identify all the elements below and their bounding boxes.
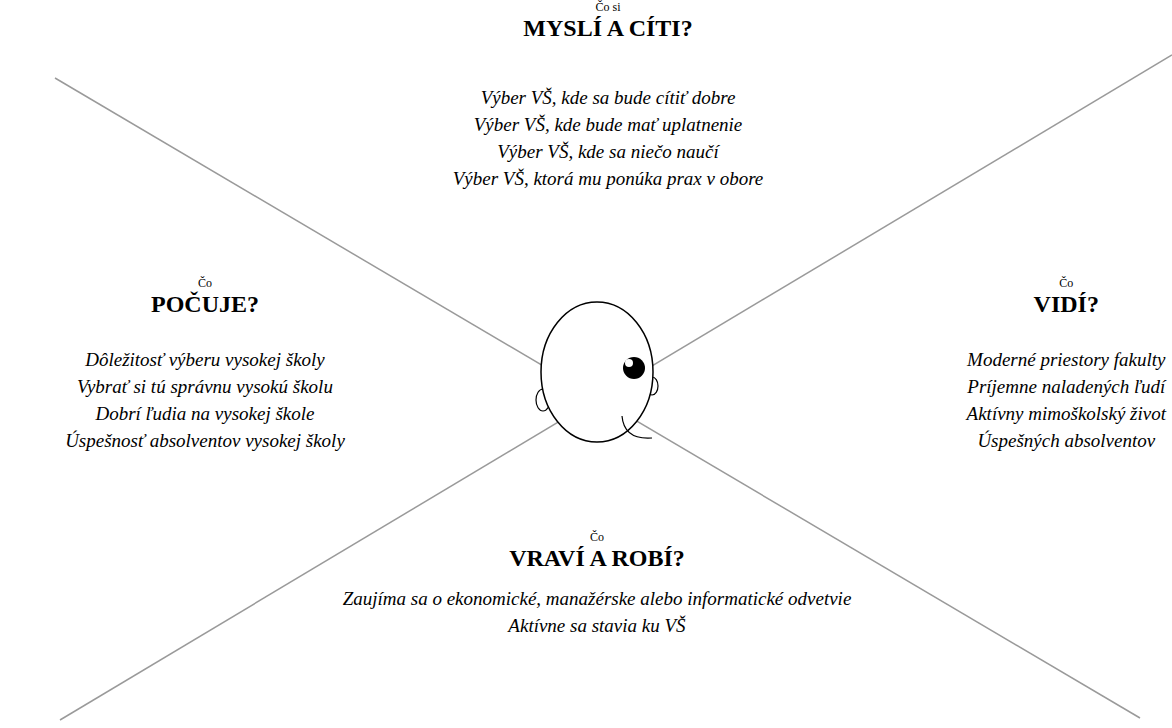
quadrant-item: Výber VŠ, ktorá mu ponúka prax v obore	[453, 165, 764, 192]
heading-prefix: Čo	[343, 530, 852, 544]
quadrant-item: Výber VŠ, kde sa niečo naučí	[453, 138, 764, 165]
quadrant-item: Aktívny mimoškolský život	[967, 400, 1166, 427]
quadrant-item: Dôležitosť výberu vysokej školy	[65, 346, 345, 373]
quadrant-heading: VIDÍ?	[967, 290, 1166, 318]
quadrant-heading: POČUJE?	[65, 290, 345, 318]
quadrant-item: Výber VŠ, kde sa bude cítiť dobre	[453, 84, 764, 111]
divider-line	[60, 55, 1172, 720]
eye	[623, 357, 645, 379]
quadrant: Čo siMYSLÍ A CÍTI? Výber VŠ, kde sa bude …	[453, 0, 764, 192]
quadrant-item: Úspešnosť absolventov vysokej školy	[65, 427, 345, 454]
quadrant-item: Výber VŠ, kde bude mať uplatnenie	[453, 111, 764, 138]
quadrant-item: Aktívne sa stavia ku VŠ	[343, 612, 852, 639]
quadrant-item: Moderné priestory fakulty	[967, 346, 1166, 373]
quadrant-heading: MYSLÍ A CÍTI?	[453, 14, 764, 42]
heading-prefix: Čo	[967, 276, 1166, 290]
quadrant: ČoVRAVÍ A ROBÍ? Zaujíma sa o ekonomické, …	[343, 530, 852, 639]
heading-prefix: Čo	[65, 276, 345, 290]
heading-prefix: Čo si	[453, 0, 764, 14]
smile	[622, 416, 652, 438]
quadrant-item: Vybrať si tú správnu vysokú školu	[65, 373, 345, 400]
quadrant-item: Príjemne naladených ľudí	[967, 373, 1166, 400]
quadrant-heading: VRAVÍ A ROBÍ?	[343, 544, 852, 572]
quadrant-item: Dobrí ľudia na vysokej škole	[65, 400, 345, 427]
head	[541, 302, 653, 442]
divider-line	[55, 78, 1140, 718]
quadrant: ČoVIDÍ? Moderné priestory fakultyPríjemne…	[967, 276, 1166, 454]
quadrant: ČoPOČUJE? Dôležitosť výberu vysokej školy…	[65, 276, 345, 454]
quadrant-item: Úspešných absolventov	[967, 427, 1166, 454]
eye-highlight	[625, 359, 633, 367]
quadrant-item: Zaujíma sa o ekonomické, manažérske aleb…	[343, 585, 852, 612]
